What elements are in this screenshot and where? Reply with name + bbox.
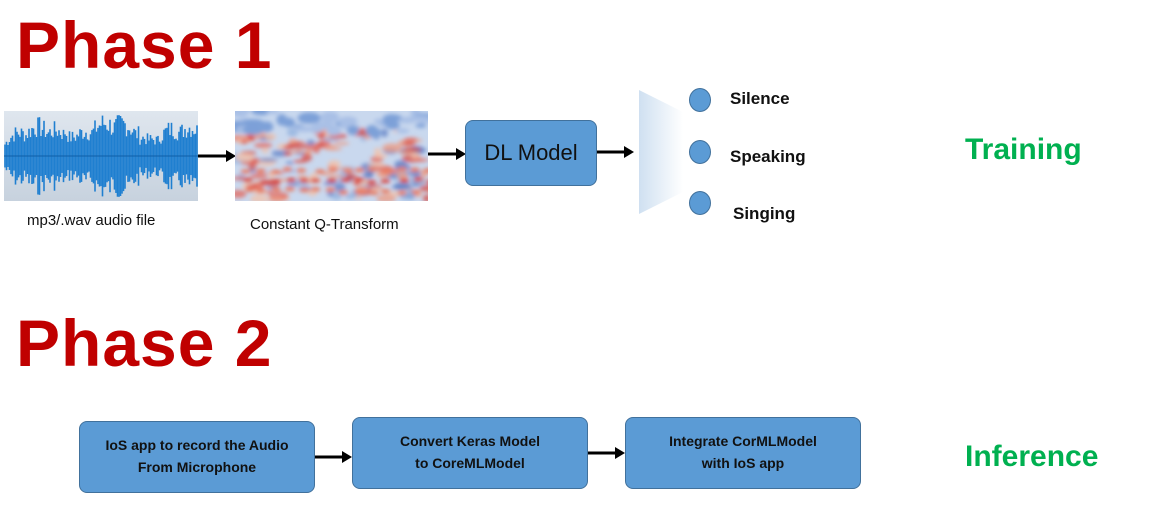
class-node-speaking xyxy=(689,140,711,164)
step-integrate-model-label: Integrate CorMLModel with IoS app xyxy=(669,433,817,471)
dl-model-label: DL Model xyxy=(484,140,578,165)
class-label-singing: Singing xyxy=(733,204,796,223)
arrow-step2-to-step3 xyxy=(588,447,625,459)
arrow-audio-to-transform xyxy=(198,150,236,162)
step-record-audio-label: IoS app to record the Audio From Microph… xyxy=(105,437,289,475)
phase-1-title: Phase 1 xyxy=(16,8,273,82)
step-record-audio-box: IoS app to record the Audio From Microph… xyxy=(79,421,315,493)
arrow-step1-to-step2 xyxy=(315,451,352,463)
dl-model-box: DL Model xyxy=(465,120,597,186)
output-layer-shape xyxy=(639,90,683,214)
inference-label: Inference xyxy=(965,440,1099,473)
arrow-model-to-output xyxy=(597,146,634,158)
phase-2-title: Phase 2 xyxy=(16,306,273,380)
class-label-speaking: Speaking xyxy=(730,147,806,166)
audio-caption: mp3/.wav audio file xyxy=(27,212,156,229)
class-label-silence: Silence xyxy=(730,89,790,108)
arrow-transform-to-model xyxy=(428,148,466,160)
step-convert-model-label: Convert Keras Model to CoreMLModel xyxy=(399,433,541,471)
training-label: Training xyxy=(965,133,1082,166)
cqt-spectrogram-image xyxy=(235,111,428,201)
class-node-silence xyxy=(689,88,711,112)
audio-waveform-image xyxy=(4,111,198,201)
step-convert-model-box: Convert Keras Model to CoreMLModel xyxy=(352,417,588,489)
class-node-singing xyxy=(689,191,711,215)
transform-caption: Constant Q-Transform xyxy=(250,216,399,233)
step-integrate-model-box: Integrate CorMLModel with IoS app xyxy=(625,417,861,489)
